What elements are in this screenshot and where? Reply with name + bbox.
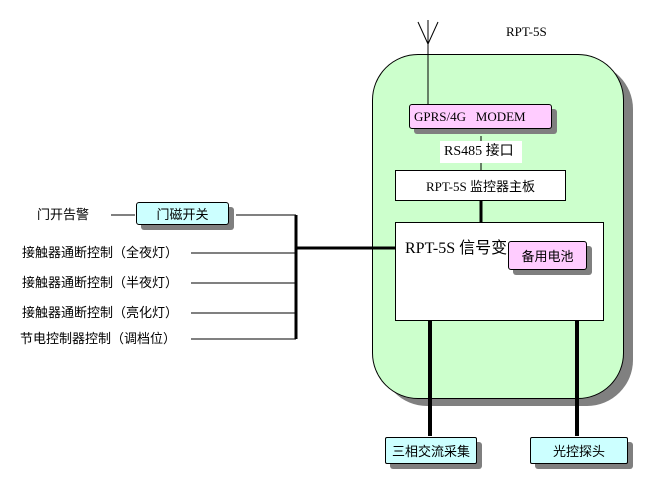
modem-box: GPRS/4G MODEM <box>409 104 557 134</box>
door-switch-label: 门磁开关 <box>136 202 229 225</box>
converter-label: RPT-5S 信号变 <box>405 240 508 257</box>
ac-sampling-label: 三相交流采集 <box>385 437 477 464</box>
mainboard-box: RPT-5S 监控器主板 <box>395 170 566 201</box>
input-label-energy-saver: 节电控制器控制（调档位） <box>20 332 177 347</box>
input-label-decorative: 接触器通断控制（亮化灯） <box>22 306 179 321</box>
battery-box: 备用电池 <box>508 241 592 275</box>
battery-label: 备用电池 <box>508 241 587 270</box>
door-switch-box: 门磁开关 <box>136 202 234 230</box>
input-label-door-alarm: 门开告警 <box>37 208 90 223</box>
ac-sampling-box: 三相交流采集 <box>385 437 482 469</box>
rs485-label: RS485 接口 <box>444 144 514 159</box>
light-probe-box: 光控探头 <box>530 437 633 469</box>
antenna-icon <box>417 20 439 106</box>
light-probe-label: 光控探头 <box>530 437 628 464</box>
input-label-half-night: 接触器通断控制（半夜灯） <box>22 276 179 291</box>
device-label: RPT-5S <box>506 24 547 39</box>
input-label-full-night: 接触器通断控制（全夜灯） <box>22 246 179 261</box>
rs485-label-bg <box>440 141 522 163</box>
modem-label: GPRS/4G MODEM <box>409 104 552 129</box>
